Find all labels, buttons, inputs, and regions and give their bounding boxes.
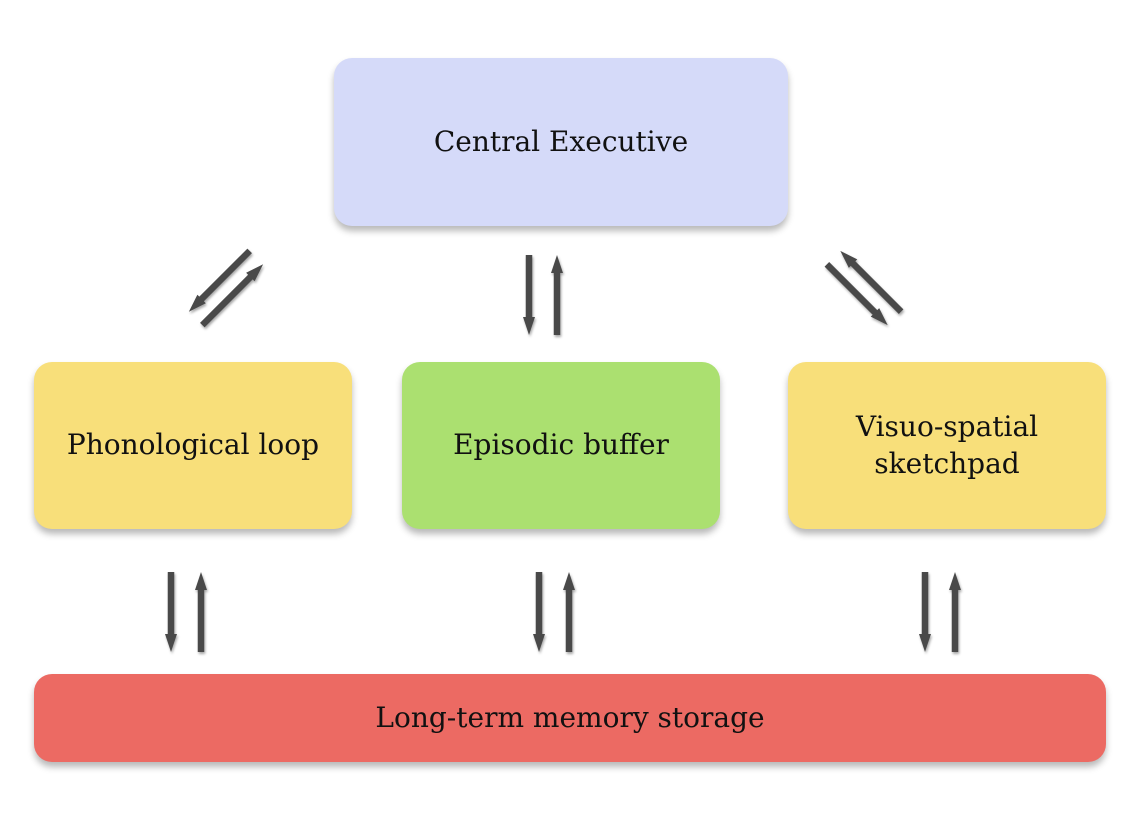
episodic-buffer-label: Episodic buffer bbox=[453, 428, 669, 462]
arrow-up-icon bbox=[563, 572, 575, 652]
arrow-up-icon bbox=[551, 255, 563, 335]
arrow-down-icon bbox=[824, 262, 888, 326]
visuo-spatial-sketchpad-box: Visuo-spatial sketchpad bbox=[788, 362, 1106, 529]
long-term-memory-label: Long-term memory storage bbox=[375, 700, 765, 734]
arrow-down-icon bbox=[919, 572, 931, 652]
arrow-down-icon bbox=[188, 248, 252, 312]
arrow-down-icon bbox=[523, 255, 535, 335]
arrow-down-icon bbox=[165, 572, 177, 652]
phono-ltm-arrows bbox=[165, 572, 207, 652]
long-term-memory-box: Long-term memory storage bbox=[34, 674, 1106, 762]
visuo-spatial-label-line1: Visuo-spatial bbox=[855, 410, 1039, 444]
phonological-loop-box: Phonological loop bbox=[34, 362, 352, 529]
arrow-up-icon bbox=[840, 250, 904, 314]
ce-phono-arrows bbox=[188, 248, 264, 328]
visuo-spatial-sketchpad-label: Visuo-spatial sketchpad bbox=[827, 409, 1067, 482]
central-executive-label: Central Executive bbox=[433, 124, 689, 158]
phonological-loop-label: Phonological loop bbox=[66, 428, 320, 462]
central-executive-box: Central Executive bbox=[334, 58, 788, 226]
ce-episodic-arrows bbox=[523, 255, 563, 335]
arrow-up-icon bbox=[200, 264, 264, 328]
visuo-ltm-arrows bbox=[919, 572, 961, 652]
episodic-ltm-arrows bbox=[533, 572, 575, 652]
ce-visuo-arrows bbox=[824, 250, 904, 326]
arrow-down-icon bbox=[533, 572, 545, 652]
episodic-buffer-box: Episodic buffer bbox=[402, 362, 720, 529]
arrow-up-icon bbox=[949, 572, 961, 652]
visuo-spatial-label-line2: sketchpad bbox=[874, 446, 1020, 480]
arrow-up-icon bbox=[195, 572, 207, 652]
